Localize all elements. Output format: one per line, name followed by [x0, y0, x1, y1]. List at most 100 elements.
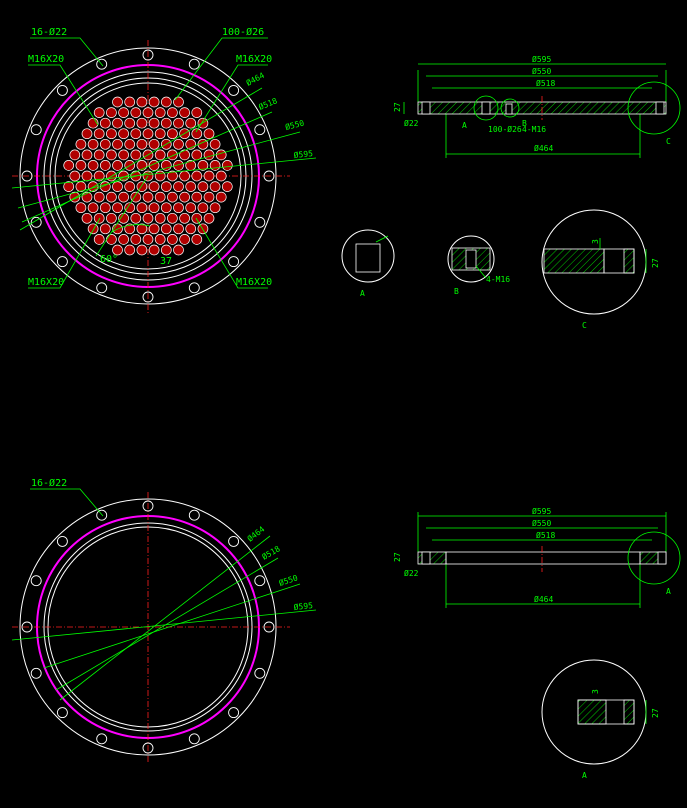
bolt-hole — [188, 282, 200, 294]
tube-hole — [75, 160, 87, 171]
bolt-hole — [142, 291, 154, 303]
dim-line-464-b — [59, 535, 271, 701]
detail-c-section — [543, 248, 605, 274]
detail-c-callout — [627, 81, 681, 135]
detail-c-rim — [623, 248, 635, 274]
bottom-detail-dim3: 3 — [591, 689, 600, 694]
tube-hole — [191, 149, 203, 161]
tube-hole — [87, 223, 99, 235]
tube-hole — [142, 212, 154, 224]
tube-hole — [197, 181, 209, 192]
bolt-hole-bs-r — [657, 551, 667, 565]
tube-holes-label: 100-Ø26 — [222, 26, 264, 38]
tube-hole — [124, 244, 136, 256]
tube-hole — [81, 149, 93, 161]
tube-hole — [106, 149, 117, 161]
tube-hole — [118, 107, 129, 118]
tube-hole — [167, 149, 178, 161]
dim-line-518 — [21, 111, 273, 223]
tube-hole — [112, 138, 123, 150]
bottom-section-view: Ø595 Ø550 Ø518 Ø464 27 Ø22 A — [393, 506, 681, 608]
tube-hole — [87, 138, 99, 150]
detail-b-callout — [500, 98, 520, 118]
tube-hole — [179, 212, 190, 224]
tube-hole — [148, 96, 160, 108]
tube-hole — [93, 128, 105, 140]
section-595: Ø595 — [532, 54, 551, 64]
detail-c-label: C — [582, 321, 587, 330]
detail-a-leader — [375, 235, 389, 243]
tube-hole — [124, 117, 136, 129]
tube-hole — [173, 96, 184, 108]
bolt-hole — [228, 707, 240, 719]
tube-hole — [167, 212, 178, 224]
leader-bolt-holes — [30, 37, 104, 67]
bottom-detail-hatch — [577, 699, 607, 725]
tube-hole — [191, 191, 203, 203]
bolt-hole — [254, 216, 266, 228]
tube-hole — [203, 191, 215, 203]
tube-hole — [215, 191, 227, 203]
bolt-hole-left — [421, 101, 431, 115]
bolt-hole-group-b — [21, 500, 275, 754]
tube-hole — [142, 107, 154, 118]
section-thick: 27 — [393, 102, 402, 112]
tube-hole — [179, 234, 190, 245]
tube-hole — [173, 181, 184, 192]
angle-line — [95, 175, 149, 257]
tube-hole — [63, 160, 75, 171]
detail-a-callout-b — [627, 531, 681, 585]
bolt-hole — [228, 84, 240, 96]
tube-hole — [130, 212, 142, 224]
bolt-hole — [254, 124, 266, 136]
tube-hole — [160, 117, 172, 129]
tube-hole — [142, 234, 154, 245]
bolt-hole-right — [655, 101, 665, 115]
tube-hole — [124, 223, 136, 235]
dim-line-595 — [11, 157, 317, 189]
detail-b-leader — [475, 265, 487, 279]
bolt-hole — [188, 509, 200, 521]
tube-hole — [154, 107, 166, 118]
detail-c-dim27-label: 27 — [651, 258, 660, 268]
tube-hole — [81, 212, 93, 224]
detail-c-dim3-label: 3 — [591, 239, 600, 244]
bolt-hole-bs-l — [421, 551, 431, 565]
tube-hole — [106, 191, 117, 203]
flange-void — [445, 551, 641, 565]
dim-518-label-b: Ø518 — [260, 543, 282, 561]
tube-hole — [106, 128, 117, 140]
bolt-hole — [56, 707, 68, 719]
tube-hole-group — [63, 96, 233, 256]
tube-hole — [136, 96, 148, 108]
detail-a-callout — [473, 95, 499, 121]
tube-hole — [136, 138, 148, 150]
bolt-hole — [96, 282, 108, 294]
section-hole: Ø22 — [404, 118, 419, 128]
top-plan-view: 16-Ø22 M16X20 100-Ø26 M16X20 M16X20 M16X… — [11, 26, 317, 314]
tube-hole — [93, 212, 105, 224]
tube-hole — [130, 149, 142, 161]
detail-a-hole — [355, 243, 381, 273]
tube-hole — [191, 128, 203, 140]
tube-hole — [148, 117, 160, 129]
detail-b-tap-label: 4-M16 — [486, 275, 510, 284]
tube-hole — [136, 223, 148, 235]
bolt-hole — [56, 535, 68, 547]
tap-label-br: M16X20 — [236, 277, 272, 288]
bottom-detail-label: A — [582, 771, 587, 780]
tube-hole — [154, 191, 166, 203]
tube-hole — [185, 181, 197, 192]
tube-hole — [69, 149, 81, 161]
tube-hole — [203, 170, 215, 182]
bs-595: Ø595 — [532, 506, 551, 516]
bolt-hole — [142, 49, 154, 61]
tube-hole — [173, 223, 184, 235]
tube-hole — [173, 160, 184, 171]
tube-hole — [75, 138, 87, 150]
tube-hole — [179, 149, 190, 161]
bs-hole: Ø22 — [404, 568, 419, 578]
tube-hole — [203, 149, 215, 161]
tube-hole — [124, 202, 136, 214]
tube-hole — [179, 107, 190, 118]
